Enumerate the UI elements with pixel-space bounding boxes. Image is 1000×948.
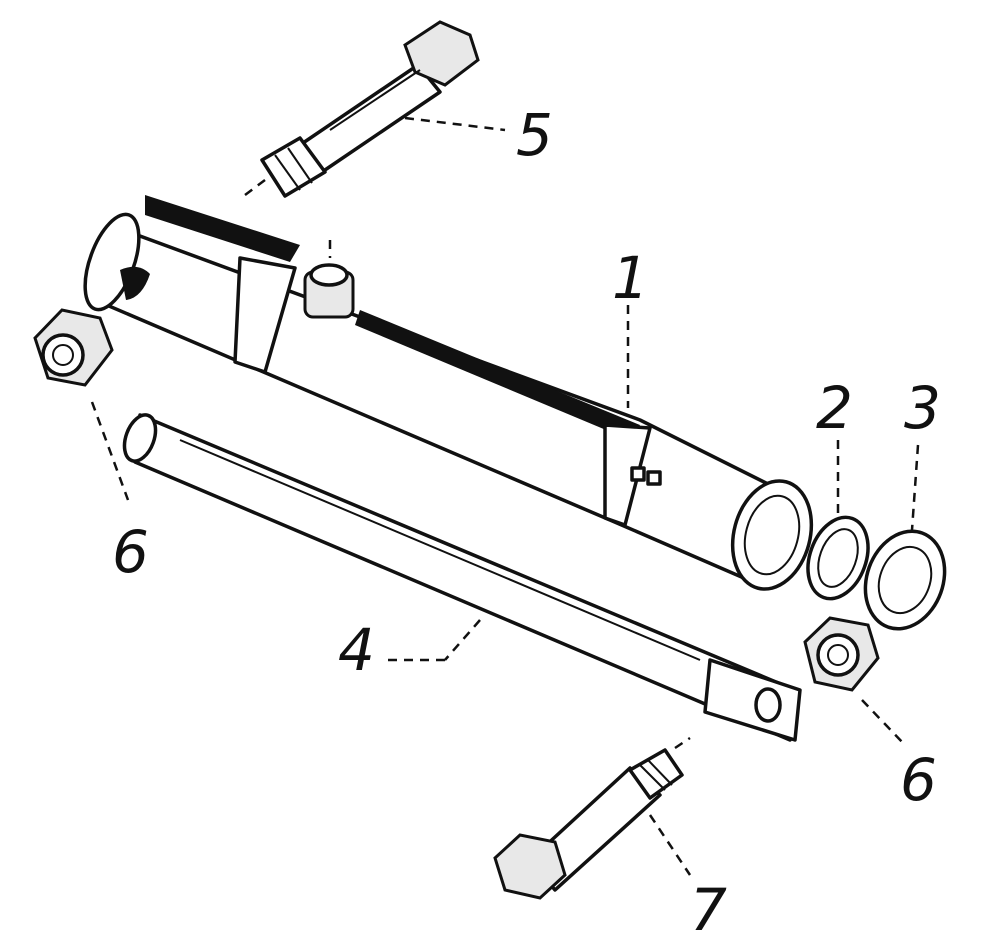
leader-5 [404, 116, 506, 132]
part-1-cylinder [83, 195, 814, 591]
callout-1: 1 [612, 244, 649, 312]
callout-4: 4 [338, 616, 375, 684]
callout-2: 2 [816, 374, 853, 442]
callout-6-left: 6 [112, 518, 149, 586]
part-2-washer [806, 440, 870, 601]
part-4-piston-rod [122, 413, 802, 742]
callout-7: 7 [690, 876, 727, 944]
part-6-nut-right [803, 616, 906, 746]
part-5-bolt [244, 20, 480, 198]
part-7-bolt [493, 736, 692, 900]
part-3-ring-nut [863, 444, 947, 631]
callout-3: 3 [904, 374, 941, 442]
callout-5: 5 [516, 101, 553, 169]
part-6-nut-left [33, 308, 130, 501]
callout-6-right: 6 [900, 746, 937, 814]
